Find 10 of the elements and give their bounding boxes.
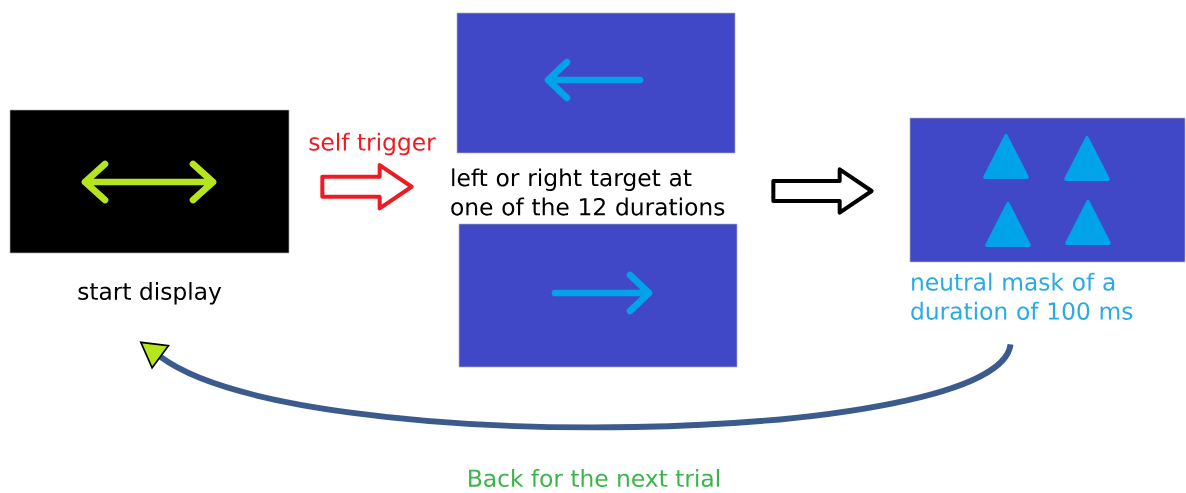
start-screen: start display	[9, 109, 290, 305]
target-screen	[456, 12, 736, 154]
edge-label: Back for the next trial	[469, 469, 719, 488]
target-screen	[458, 223, 738, 368]
target-caption: left or right target at one of the 12 durations	[451, 168, 725, 216]
node-label: neutral mask of a duration of 100 ms	[911, 272, 1133, 320]
arrow	[320, 163, 414, 211]
edge-label: self trigger	[309, 132, 436, 156]
arrow	[771, 167, 874, 215]
node-label: start display	[78, 282, 222, 305]
